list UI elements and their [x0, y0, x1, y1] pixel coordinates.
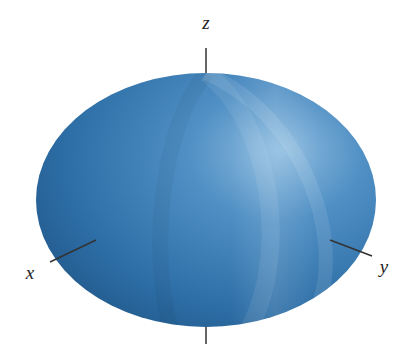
z-axis-bottom	[205, 327, 207, 344]
y-axis	[330, 240, 372, 256]
axis-label: z	[202, 13, 209, 32]
spheroid-surface	[36, 73, 376, 327]
axis-label: y	[380, 257, 388, 276]
axis-label: x	[26, 263, 34, 282]
x-axis	[50, 240, 96, 262]
z-axis-top	[205, 48, 207, 74]
surface-facets	[160, 73, 326, 333]
